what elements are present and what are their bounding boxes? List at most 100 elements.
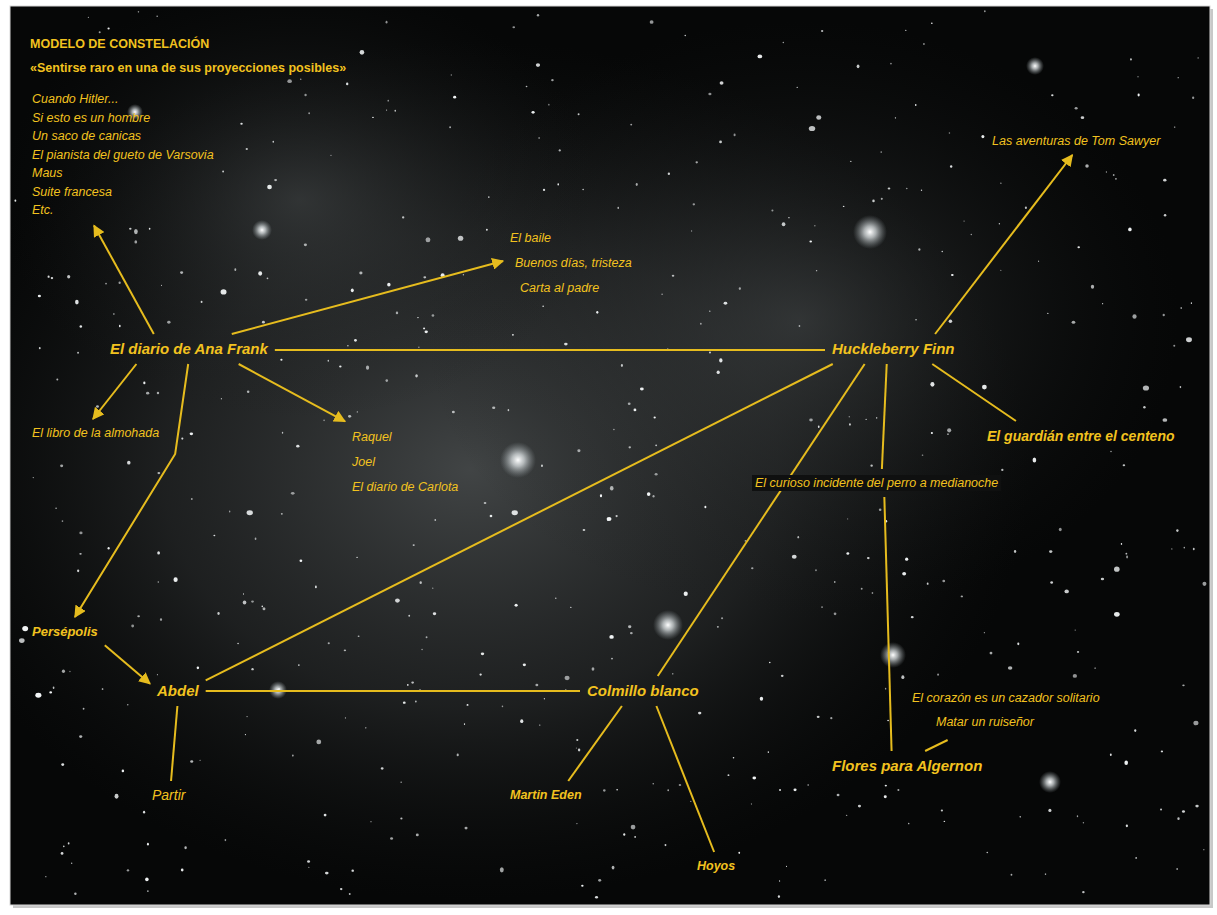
star	[849, 416, 850, 417]
star	[484, 502, 487, 504]
star	[418, 347, 419, 349]
star	[67, 275, 70, 279]
star	[788, 217, 789, 218]
star	[1000, 183, 1001, 184]
star	[986, 852, 988, 854]
star	[600, 494, 602, 497]
star	[296, 445, 299, 448]
star	[304, 94, 306, 96]
star	[758, 55, 763, 59]
link-line	[171, 706, 177, 781]
star	[77, 352, 79, 354]
star	[881, 198, 883, 200]
star	[449, 126, 451, 128]
star	[1126, 824, 1128, 827]
bright-star	[252, 220, 272, 240]
star	[246, 148, 248, 150]
star	[690, 801, 691, 802]
star	[824, 879, 826, 881]
book-title: El diario de Carlota	[352, 475, 458, 500]
star	[704, 506, 706, 509]
star	[492, 406, 495, 409]
star	[157, 472, 160, 474]
star	[672, 673, 673, 674]
book-title: Raquel	[352, 425, 392, 450]
star	[1110, 754, 1112, 756]
star	[324, 814, 327, 817]
star	[1075, 630, 1076, 631]
star	[490, 515, 493, 518]
star	[647, 492, 651, 496]
star	[807, 784, 809, 785]
star	[592, 667, 595, 670]
star	[923, 43, 924, 45]
star	[531, 111, 534, 114]
star	[834, 613, 837, 616]
star	[1050, 581, 1053, 584]
star	[49, 691, 52, 693]
book-title: El libro de la almohada	[32, 425, 159, 441]
star	[365, 727, 366, 728]
star	[80, 325, 83, 328]
star	[56, 378, 58, 380]
star	[885, 688, 886, 690]
star	[161, 285, 162, 286]
arrow	[935, 155, 1072, 334]
star	[1203, 849, 1204, 850]
star	[595, 896, 598, 899]
star	[225, 839, 227, 841]
star	[99, 31, 101, 33]
star	[816, 115, 821, 119]
star	[814, 225, 815, 227]
star	[612, 866, 615, 870]
book-title-group: El baileBuenos días, tristezaCarta al pa…	[508, 225, 634, 302]
star	[316, 740, 321, 745]
book-title-group: El curioso incidente del perro a mediano…	[750, 474, 1003, 492]
star	[147, 843, 149, 846]
star	[113, 313, 114, 314]
star	[661, 293, 663, 294]
star	[1164, 214, 1167, 217]
star	[348, 415, 351, 418]
star	[386, 109, 387, 110]
star	[1101, 578, 1104, 581]
star	[1064, 590, 1068, 594]
star	[1038, 261, 1039, 263]
star	[771, 209, 773, 211]
star	[48, 275, 50, 277]
star	[61, 763, 64, 766]
star	[1011, 874, 1013, 876]
star	[1115, 178, 1116, 180]
star	[1072, 321, 1076, 324]
star	[623, 833, 625, 836]
star	[243, 601, 247, 605]
star	[35, 693, 41, 698]
star	[458, 236, 463, 241]
link-line	[925, 740, 948, 751]
star	[197, 666, 199, 669]
star	[667, 789, 669, 791]
star	[779, 880, 780, 881]
star	[721, 617, 723, 619]
star	[282, 432, 283, 434]
book-title-main: Martin Eden	[508, 786, 584, 804]
star	[68, 842, 70, 844]
star	[1083, 822, 1084, 824]
star	[251, 668, 253, 670]
star	[564, 343, 568, 346]
star	[1191, 302, 1192, 304]
star	[1125, 553, 1127, 555]
star	[346, 83, 348, 86]
star	[63, 846, 64, 848]
star	[799, 325, 801, 327]
star	[613, 429, 615, 431]
star	[809, 418, 813, 421]
star	[60, 464, 63, 467]
star	[834, 581, 835, 583]
star	[415, 700, 417, 702]
star	[963, 220, 964, 221]
star	[739, 287, 741, 290]
star	[39, 347, 41, 349]
star	[1132, 314, 1136, 318]
star	[733, 757, 735, 759]
